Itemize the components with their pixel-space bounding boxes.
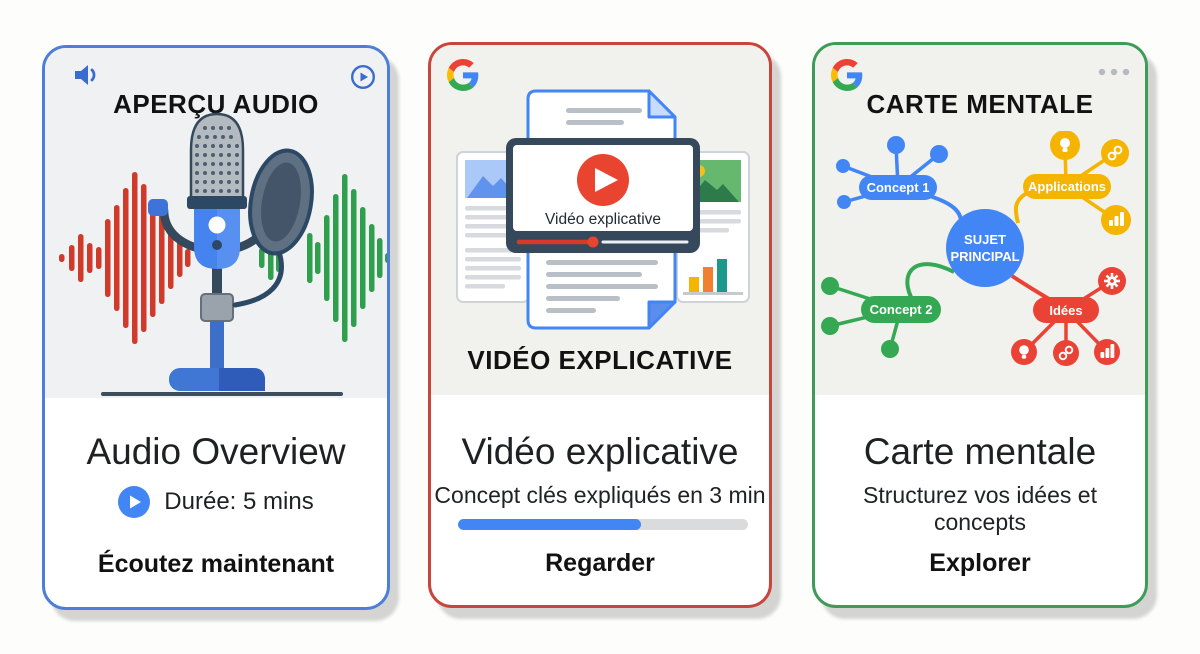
video-subtitle: Concept clés expliqués en 3 min	[434, 482, 766, 508]
watch-button[interactable]: Regarder	[545, 549, 655, 577]
video-player-icon: Vidéo explicative	[506, 138, 700, 253]
concept2-label: Concept 2	[870, 302, 933, 317]
central-node	[946, 209, 1024, 287]
speaker-icon	[71, 60, 101, 90]
audio-title: Audio Overview	[86, 431, 346, 472]
bar-chart-icon	[1100, 344, 1115, 358]
mindmap-title: Carte mentale	[863, 431, 1097, 472]
lightbulb-icon	[1060, 138, 1070, 152]
applications-label: Applications	[1028, 179, 1106, 194]
concept1-label: Concept 1	[867, 180, 930, 195]
audio-duration: Durée: 5 mins	[45, 486, 387, 518]
video-progress-bar[interactable]	[458, 519, 748, 530]
listen-now-button[interactable]: Écoutez maintenant	[97, 550, 335, 578]
duration-label: Durée: 5 mins	[164, 488, 314, 515]
play-circle-icon[interactable]	[118, 486, 151, 518]
ellipsis-menu-icon[interactable]	[1097, 67, 1131, 77]
lightbulb-icon	[1019, 345, 1029, 359]
central-label-line2: PRINCIPAL	[950, 249, 1019, 264]
audio-card[interactable]: APERÇU AUDIO	[42, 45, 390, 610]
video-card[interactable]: Vidéo explicative VIDÉO EXPLICATIVE Vidé…	[428, 42, 772, 608]
waveform-red-icon	[59, 172, 191, 344]
central-label-line1: SUJET	[964, 232, 1006, 247]
waveform-green-icon	[259, 174, 387, 342]
google-g-icon	[447, 59, 479, 91]
player-label: Vidéo explicative	[545, 211, 661, 228]
bar-chart-icon	[1109, 212, 1124, 226]
mindmap-card[interactable]: CARTE MENTALE Concept 1	[812, 42, 1148, 608]
play-circle-outline-icon[interactable]	[350, 64, 376, 90]
google-g-icon	[831, 59, 863, 91]
mindmap-subtitle: Structurez vos idées et concepts	[863, 482, 1097, 535]
link-icon	[1058, 345, 1074, 361]
explore-button[interactable]: Explorer	[929, 549, 1031, 577]
bar-chart-icon	[683, 259, 743, 295]
mindmap-illustration: Concept 1	[821, 131, 1131, 366]
video-progress-fill	[458, 519, 641, 530]
microphone-illustration	[59, 112, 387, 396]
video-title: Vidéo explicative	[461, 431, 739, 472]
document-video-illustration: Vidéo explicative	[456, 89, 750, 330]
link-icon	[1107, 145, 1123, 161]
pop-filter-icon	[232, 148, 314, 308]
mindmap-caption: CARTE MENTALE	[866, 89, 1094, 119]
ideas-label: Idées	[1049, 303, 1082, 318]
video-caption: VIDÉO EXPLICATIVE	[467, 345, 733, 375]
gear-icon	[1104, 273, 1120, 289]
